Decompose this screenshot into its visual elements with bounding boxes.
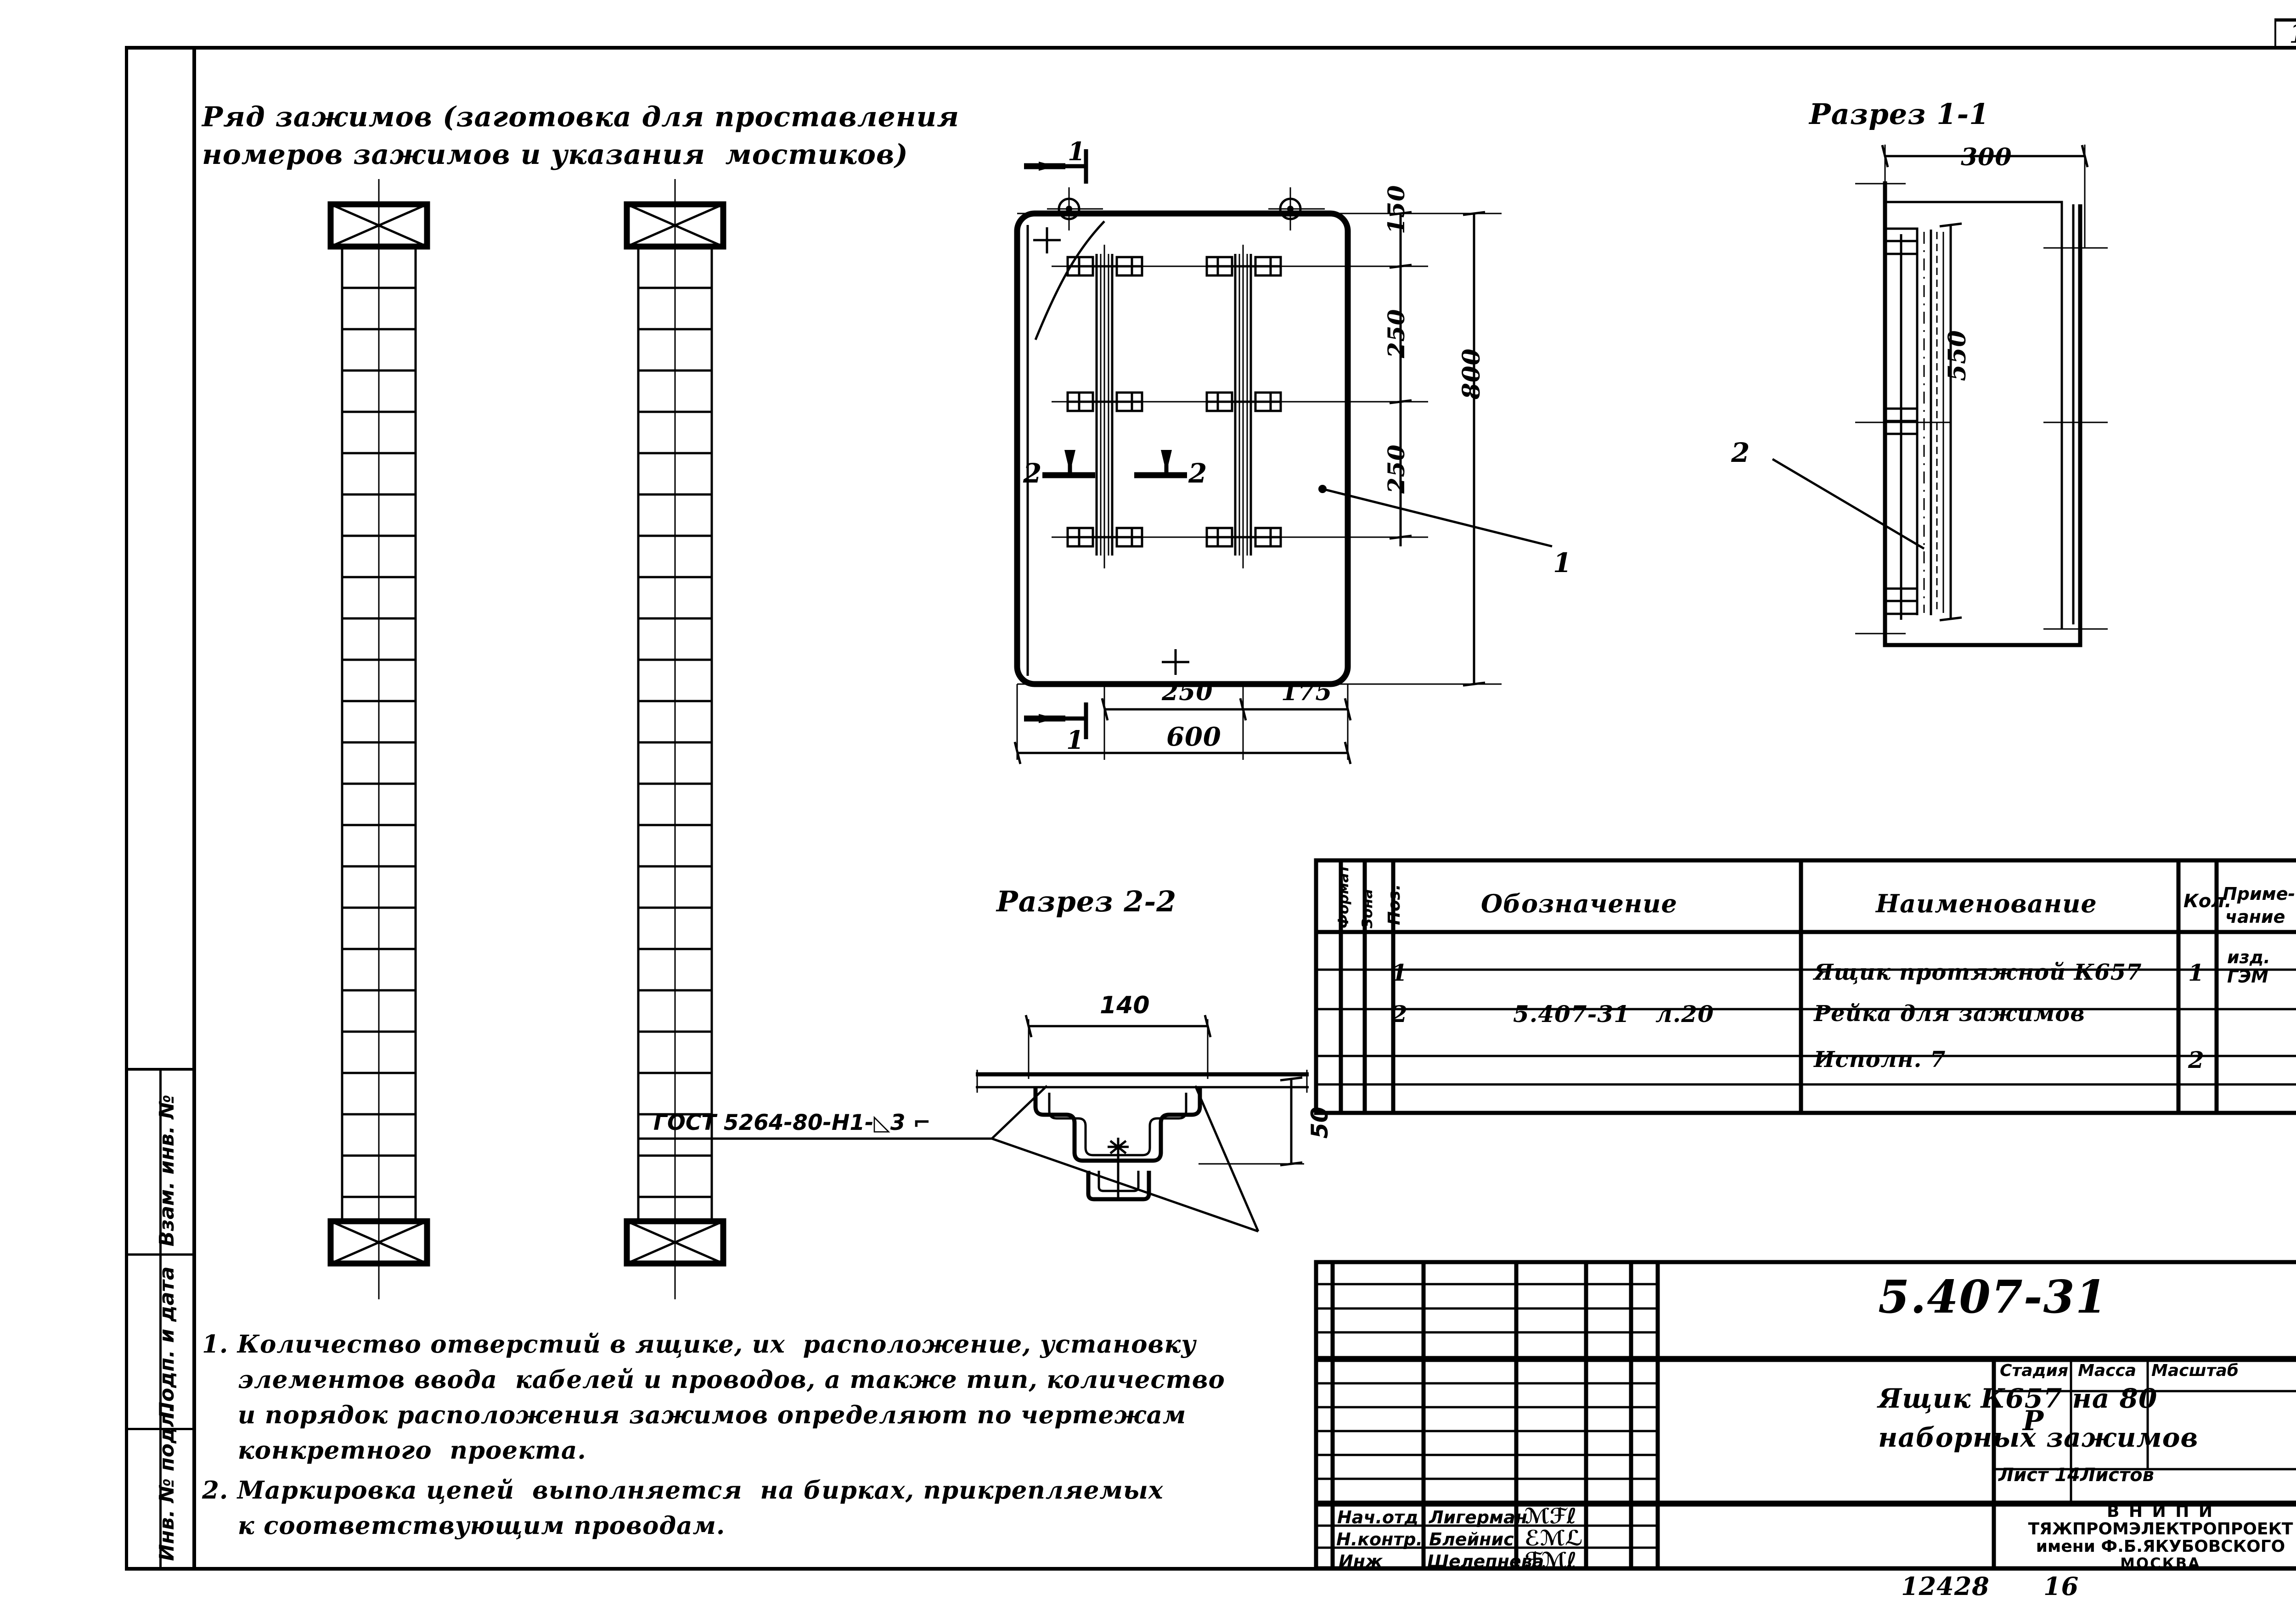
section-1-1-dim-300: 300 xyxy=(1961,143,2012,171)
signature-role-2: Инж xyxy=(1339,1551,1383,1572)
terminal-row-title-line1: Ряд зажимов (заготовка для проставления xyxy=(202,101,959,133)
section-1-1-title: Разрез 1-1 xyxy=(1809,97,1990,131)
title-org-line3: имени Ф.Б.ЯКУБОВСКОГО xyxy=(2036,1537,2285,1556)
section-2-2-weld-note: ГОСТ 5264-80-Н1-◺3 ⌐ xyxy=(653,1110,931,1135)
title-org-line1: В Н И П И xyxy=(2106,1502,2215,1521)
terminal-strip-right xyxy=(618,179,769,1299)
spec-header-qty: Кол. xyxy=(2183,891,2232,912)
spec-row-0-qty: 1 xyxy=(2188,959,2205,986)
note-line-5: к соответствующим проводам. xyxy=(202,1511,726,1540)
front-dim-150: 150 xyxy=(1383,185,1410,234)
spec-row-1-pos: 2 xyxy=(1391,1000,1408,1027)
spec-row-2-qty: 2 xyxy=(2188,1046,2205,1073)
title-org-line4: МОСКВА xyxy=(2120,1555,2201,1572)
front-item-leader-1: 1 xyxy=(1553,547,1572,578)
signature-mark-1: ℰℳℒ xyxy=(1525,1526,1583,1550)
title-stage-value: Р xyxy=(2023,1405,2044,1437)
section-2-2-title: Разрез 2-2 xyxy=(996,885,1177,918)
front-dim-250-b: 250 xyxy=(1383,444,1410,494)
signature-mark-0: ℳℱℓ xyxy=(1525,1504,1577,1528)
front-dim-175: 175 xyxy=(1281,678,1333,706)
specification-table xyxy=(1314,858,2296,1116)
rail-left xyxy=(1095,245,1114,568)
note-line-3: конкретного проекта. xyxy=(202,1436,586,1465)
spec-row-0-pos: 1 xyxy=(1391,959,1408,986)
terminal-strip-left xyxy=(321,179,473,1299)
title-block xyxy=(1314,1260,2296,1571)
signature-name-0: Лигерман xyxy=(1429,1507,1527,1527)
spec-header-note-line1: Приме- xyxy=(2223,884,2296,904)
frame-bottom xyxy=(125,1567,2296,1571)
spec-header-note-line2: чание xyxy=(2225,907,2285,927)
title-mass-label: Масса xyxy=(2078,1361,2137,1380)
title-org-line2: ТЯЖПРОМЭЛЕКТРОПРОЕКТ xyxy=(2028,1520,2293,1538)
terminal-row-title-line2: номеров зажимов и указания мостиков) xyxy=(202,139,908,171)
section-1-1-dim-550: 550 xyxy=(1943,330,1971,381)
spec-header-format: Формат xyxy=(1335,865,1352,928)
frame-left-outer xyxy=(125,46,128,1570)
frame-top xyxy=(125,46,2296,50)
margin-label-1: Подп. и дата xyxy=(155,1266,179,1419)
spec-row-0-name: Ящик протяжной К657 xyxy=(1814,960,2142,985)
rail-right xyxy=(1234,245,1252,568)
title-sheet-label: Лист 14 xyxy=(1998,1465,2080,1486)
section-2-2-view xyxy=(638,955,1355,1240)
margin-col-split xyxy=(159,1068,162,1568)
front-view xyxy=(987,133,1553,785)
page-box-left xyxy=(2274,18,2276,49)
page-number: 15 xyxy=(2289,17,2296,51)
spec-row-2-name: Исполн. 7 xyxy=(1814,1047,1946,1072)
signature-role-0: Нач.отд xyxy=(1337,1507,1418,1527)
section-1-1-view xyxy=(1722,110,2227,679)
spec-row-1-name: Рейка для зажимов xyxy=(1814,1001,2085,1027)
title-scale-label: Масштаб xyxy=(2151,1361,2239,1380)
section-2-2-dim-140: 140 xyxy=(1100,992,1150,1019)
spec-row-1-designation: 5.407-31 л.20 xyxy=(1513,1000,1714,1027)
note-line-4: 2. Маркировка цепей выполняется на бирка… xyxy=(202,1476,1164,1505)
margin-label-2: Инв. № подл. xyxy=(155,1404,179,1561)
title-object-line2: наборных зажимов xyxy=(1878,1422,2199,1453)
front-dim-250-a: 250 xyxy=(1383,309,1410,358)
margin-label-0: Взам. инв. № xyxy=(155,1095,179,1246)
front-section-mark-left: 2 xyxy=(1023,458,1042,489)
section-1-1-item-leader-2: 2 xyxy=(1731,437,1750,468)
title-sheets-label: Листов xyxy=(2080,1465,2154,1486)
front-dim-600: 600 xyxy=(1166,722,1221,752)
front-dim-250-h: 250 xyxy=(1162,678,1213,706)
front-section-mark-bottom: 1 xyxy=(1066,725,1085,755)
bottom-sheet-number: 16 xyxy=(2043,1572,2079,1601)
page-box-bottom xyxy=(2241,46,2296,49)
front-section-mark-top: 1 xyxy=(1068,136,1086,166)
spec-header-name: Наименование xyxy=(1876,889,2097,918)
signature-mark-2: ℱℳℓ xyxy=(1525,1548,1577,1572)
note-line-1: элементов ввода кабелей и проводов, а та… xyxy=(202,1365,1225,1394)
title-object-line1: Ящик К657 на 80 xyxy=(1878,1383,2158,1414)
signature-role-1: Н.контр. xyxy=(1336,1529,1423,1550)
front-dim-800: 800 xyxy=(1458,348,1486,399)
spec-row-0-note: изд. ГЭМ xyxy=(2227,947,2270,987)
spec-header-zone: Зона xyxy=(1359,889,1376,928)
spec-header-designation: Обозначение xyxy=(1481,889,1677,918)
title-drawing-code: 5.407-31 xyxy=(1878,1271,2108,1324)
spec-header-pos: Поз. xyxy=(1385,884,1404,925)
front-section-mark-right: 2 xyxy=(1188,458,1208,489)
frame-left-inner xyxy=(192,46,196,1570)
title-stage-label: Стадия xyxy=(2000,1361,2068,1380)
signature-name-2: Шелепнева xyxy=(1427,1551,1544,1572)
bottom-drawing-number: 12428 xyxy=(1901,1572,1990,1601)
note-line-2: и порядок расположения зажимов определяю… xyxy=(202,1401,1187,1429)
signature-name-1: Блейнис xyxy=(1429,1529,1514,1550)
page-box-top xyxy=(2274,18,2296,22)
note-line-0: 1. Количество отверстий в ящике, их расп… xyxy=(202,1330,1196,1359)
